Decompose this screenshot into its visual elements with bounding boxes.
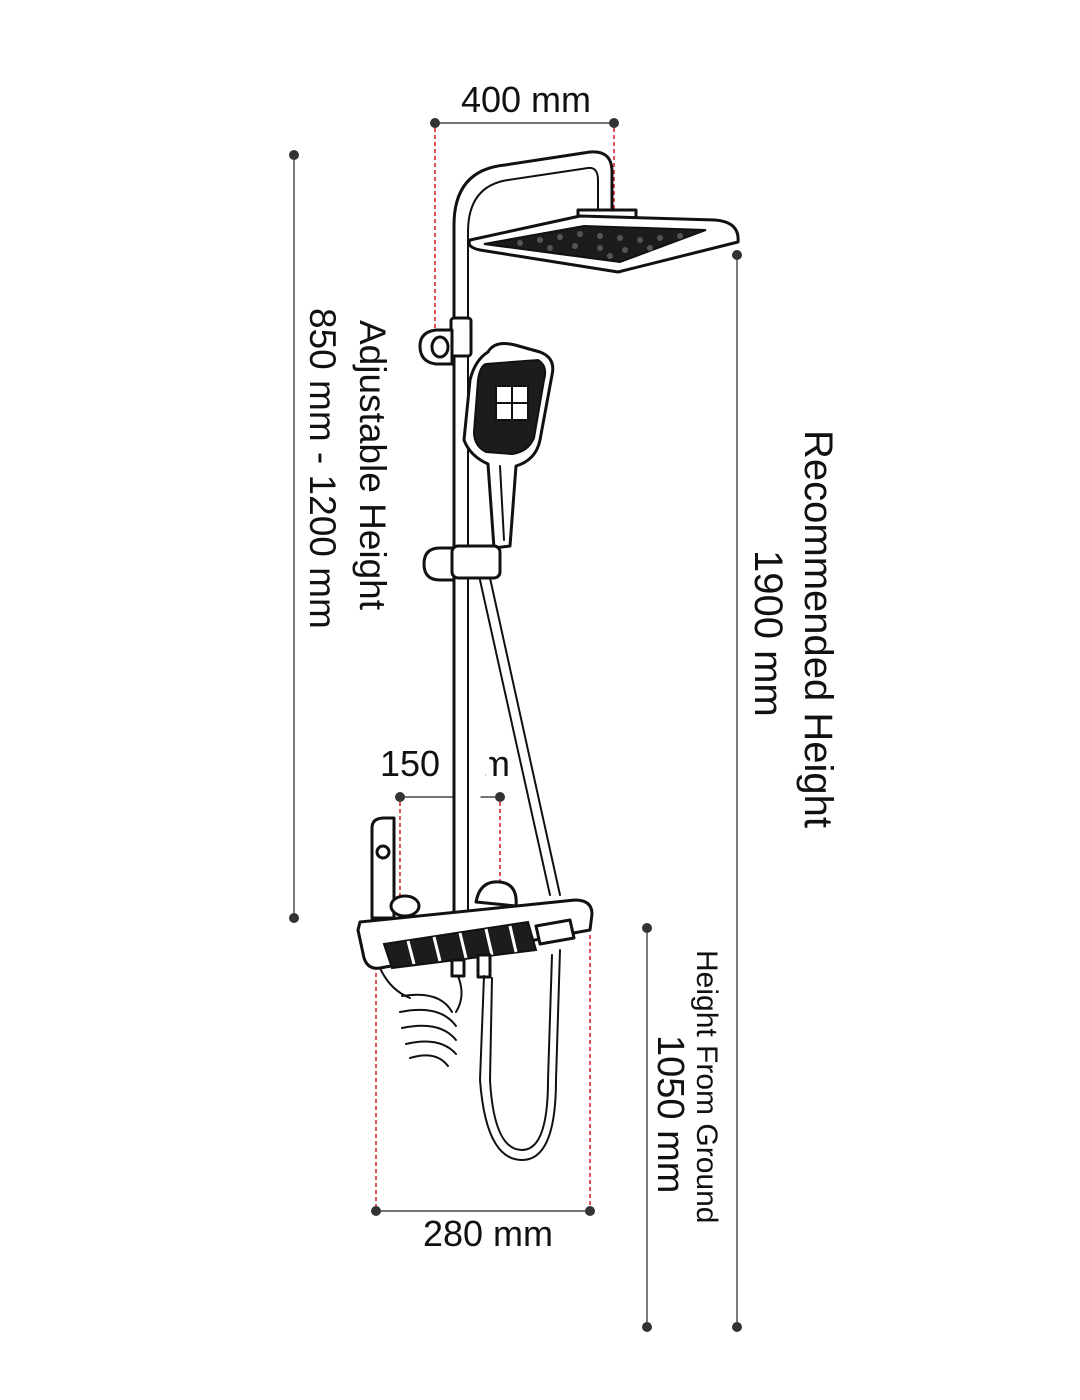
dim-label-top-width: 400 mm [461,79,591,120]
dim-dot [609,118,619,128]
ground-height-label: Height From Ground [690,950,723,1223]
dim-dot [732,250,742,260]
dimension-400: 400 mm [430,79,619,330]
slide-clamp [450,544,502,580]
dim-dot [430,118,440,128]
handle-highlight [499,465,505,541]
control-divider [508,925,518,953]
coil-start [379,967,411,999]
dimension-recommended: Recommended Height 1900 mm [732,250,840,1332]
slide-knob [422,546,456,582]
holder-knob-face [430,335,450,359]
riser-pipe-outer [452,150,614,917]
dimension-280: 280 mm [371,935,595,1254]
right-knob [474,880,518,908]
recommended-height-value: 1900 mm [746,550,790,717]
hand-shower [462,342,555,550]
coil-link [455,975,463,1013]
left-knob [389,894,421,918]
control-divider [432,936,442,962]
coil-loops [399,993,457,1067]
dimension-ground: Height From Ground 1050 mm [642,923,723,1332]
shelf-display [534,918,576,946]
adjustable-height-label: Adjustable Height [352,320,393,611]
riser-pipe-inner [467,166,599,916]
outlet-right [476,953,492,979]
shelf-control-panel [382,920,538,970]
bidet-handle [370,816,396,920]
control-divider [484,928,494,956]
adjustable-height-value: 850 mm - 1200 mm [302,308,343,629]
dim-dot [585,1206,595,1216]
hose-loop-outer [478,949,561,1162]
dim-dot [371,1206,381,1216]
dim-dot [642,923,652,933]
hose-loop-inner [488,954,553,1152]
dim-dot [732,1322,742,1332]
dimension-150: 150 mm [380,743,510,900]
bidet-sprayer [370,816,396,920]
dim-label-shelf-width: 280 mm [423,1213,553,1254]
bidet-button [375,844,391,860]
dimension-adjustable: Adjustable Height 850 mm - 1200 mm [289,150,393,923]
recommended-height-label: Recommended Height [796,430,840,828]
control-divider [458,932,468,959]
dim-dot [289,913,299,923]
dim-dot [642,1322,652,1332]
hose-upper-b [479,579,551,896]
rain-shower-head [467,208,740,274]
slide-holder [422,544,502,582]
dim-dot [495,792,505,802]
head-nozzle-area [483,224,707,264]
upper-holder [418,316,473,366]
dim-dot [289,150,299,160]
outlet-left [450,958,466,978]
coiled-hose [379,967,463,1067]
ground-height-value: 1050 mm [649,1035,691,1193]
shower-system-illustration [356,150,740,1162]
thermostatic-shelf [356,898,594,970]
holder-clamp [449,316,473,358]
hose-upper-a [489,577,561,896]
control-divider [406,940,416,965]
dim-dot [395,792,405,802]
